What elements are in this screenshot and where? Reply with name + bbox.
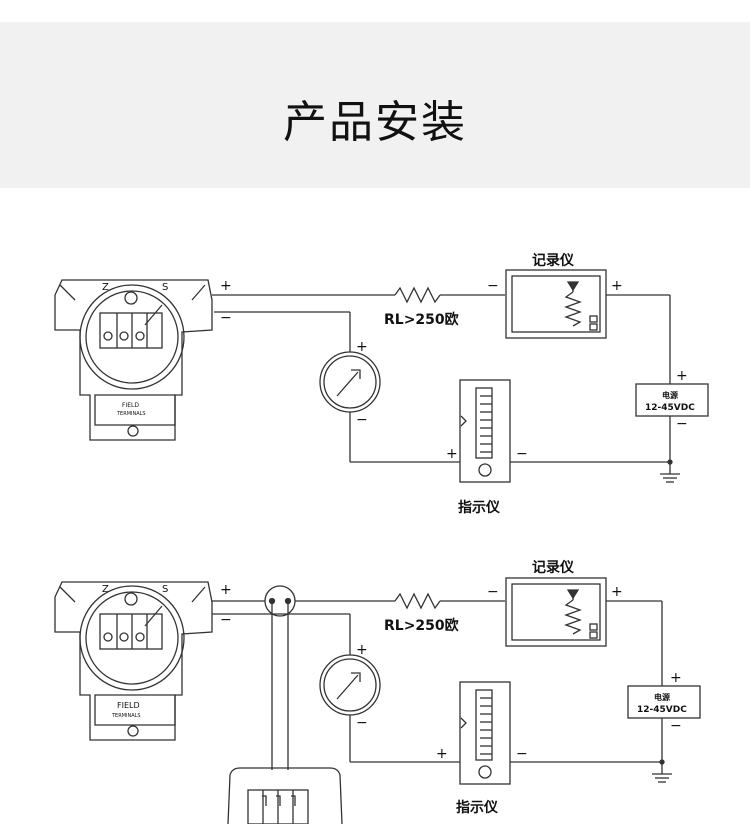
ground-symbol-2: [652, 759, 672, 783]
minus-sign: −: [487, 278, 499, 294]
plus-sign: +: [356, 339, 368, 355]
field-label-1: FIELD: [122, 402, 139, 409]
minus-sign: −: [516, 746, 528, 762]
resistor-label-1: RL>250欧: [384, 311, 459, 328]
minus-sign: −: [220, 612, 232, 628]
plus-sign: +: [220, 582, 232, 598]
diagram-2: [54, 577, 701, 824]
plus-sign: +: [611, 584, 623, 600]
resistor-1: [394, 286, 441, 304]
terminal-s-label-1: S: [162, 282, 168, 293]
indicator-1: [459, 379, 511, 483]
communicator-2: [227, 767, 343, 824]
transmitter-2: [54, 581, 213, 741]
minus-sign: −: [356, 715, 368, 731]
indicator-label-2: 指示仪: [456, 799, 499, 816]
terminal-s-label-2: S: [162, 584, 168, 595]
terminal-z-label-2: Z: [102, 584, 109, 595]
indicator-2: [459, 681, 511, 785]
plus-sign: +: [220, 278, 232, 294]
minus-sign: −: [676, 416, 688, 432]
terminals-label-1: TERMINALS: [116, 411, 146, 417]
plus-sign: +: [436, 746, 448, 762]
recorder-1: [505, 269, 607, 339]
ammeter-1: [319, 351, 381, 413]
indicator-label-1: 指示仪: [458, 499, 501, 516]
recorder-label-2: 记录仪: [532, 560, 575, 576]
plus-sign: +: [446, 446, 458, 462]
header-banner: 产品安装: [0, 22, 750, 188]
ground-symbol-1: [660, 459, 680, 483]
recorder-label-1: 记录仪: [532, 253, 575, 269]
terminals-label-2: TERMINALS: [111, 713, 141, 719]
power-supply-1: [635, 383, 709, 417]
minus-sign: −: [670, 718, 682, 734]
resistor-2: [394, 592, 441, 610]
transmitter-1: [54, 279, 213, 441]
minus-sign: −: [356, 412, 368, 428]
minus-sign: −: [220, 310, 232, 326]
minus-sign: −: [487, 584, 499, 600]
power-label-2: 电源: [654, 692, 670, 702]
resistor-label-2: RL>250欧: [384, 617, 459, 634]
recorder-2: [505, 577, 607, 647]
field-label-2: FIELD: [117, 701, 140, 710]
power-label-1: 电源: [662, 390, 678, 400]
ammeter-2: [319, 654, 381, 716]
power-supply-2: [627, 685, 701, 719]
power-value-2: 12-45VDC: [637, 705, 687, 715]
terminal-z-label-1: Z: [102, 282, 109, 293]
page-title: 产品安装: [283, 97, 467, 148]
plus-sign: +: [670, 670, 682, 686]
power-value-1: 12-45VDC: [645, 403, 695, 413]
diagram-1: [54, 269, 709, 483]
minus-sign: −: [516, 446, 528, 462]
plus-sign: +: [676, 368, 688, 384]
plus-sign: +: [611, 278, 623, 294]
plus-sign: +: [356, 642, 368, 658]
